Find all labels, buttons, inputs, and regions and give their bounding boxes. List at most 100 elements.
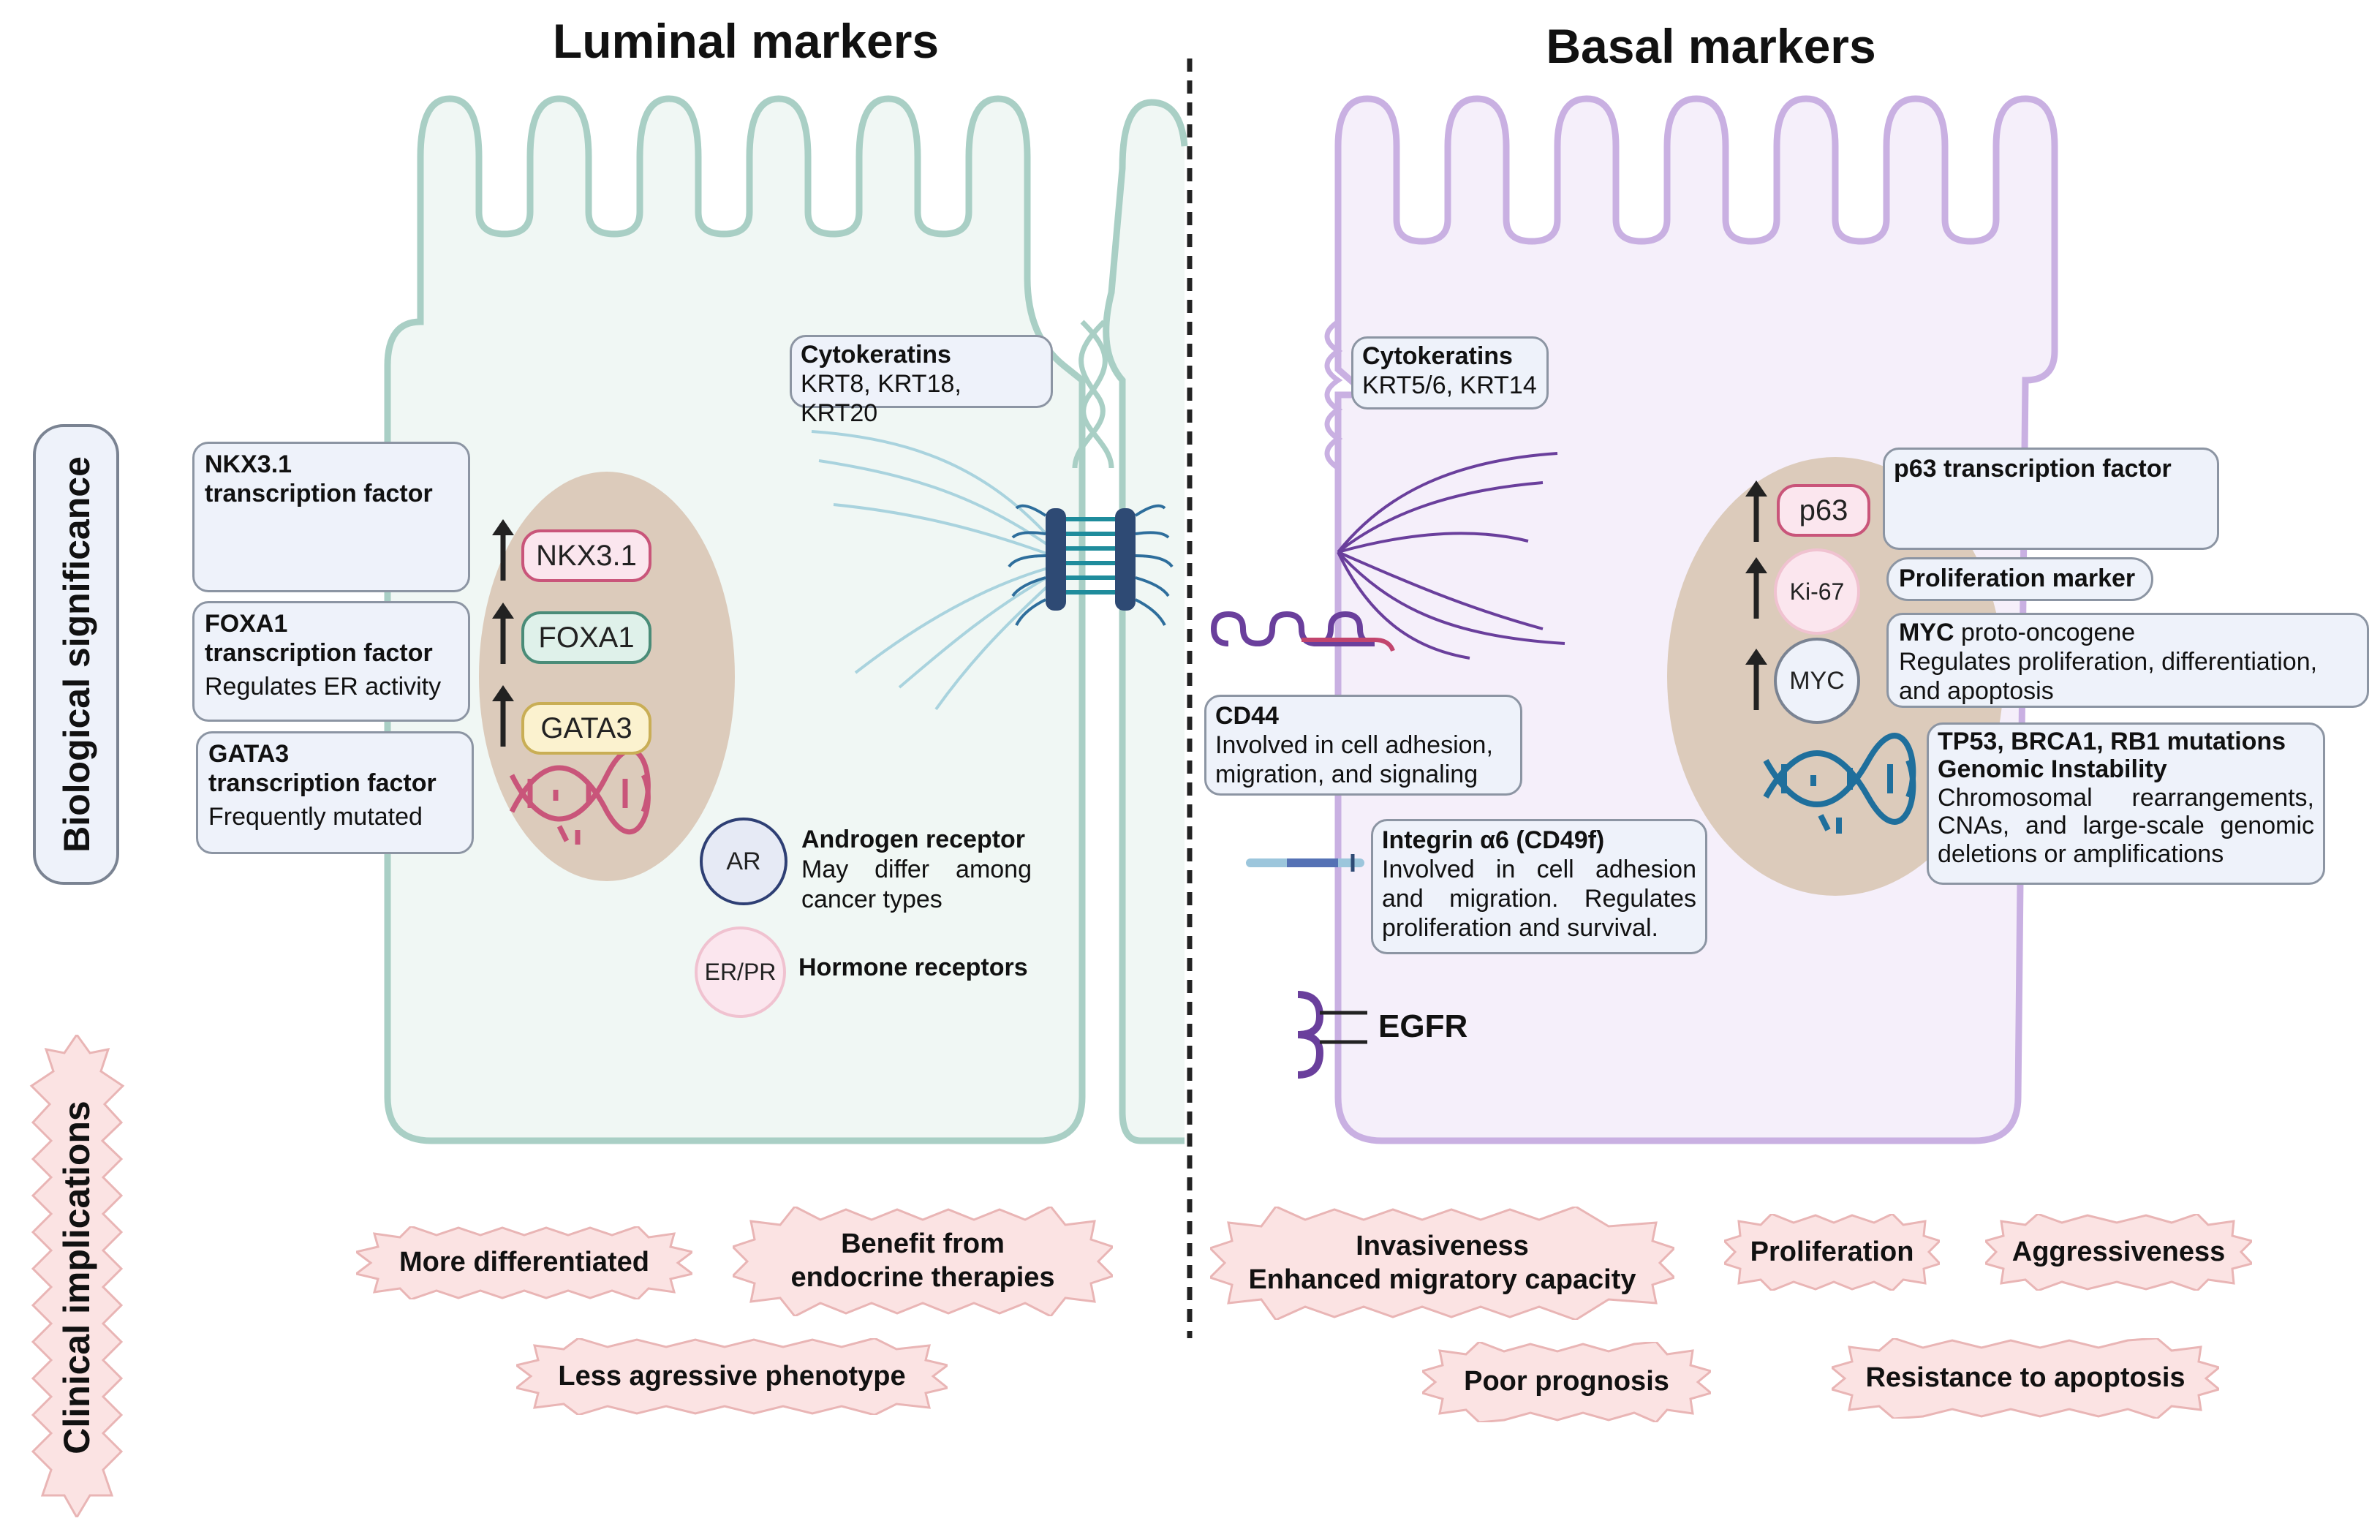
cd44-icon	[1210, 611, 1395, 652]
ki67-circle: Ki-67	[1774, 548, 1860, 635]
ar-badge: AR	[700, 818, 787, 905]
clinical-benefit-line2: endocrine therapies	[790, 1262, 1055, 1293]
clinical-aggressiveness: Aggressiveness	[1985, 1214, 2252, 1291]
cd44-title: CD44	[1215, 702, 1279, 730]
luminal-title: Luminal markers	[552, 14, 940, 68]
myc-box-title-rest: proto-oncogene	[1954, 619, 2136, 646]
myc-box-desc-line1: Regulates proliferation, differentiation…	[1899, 648, 2318, 676]
basal-membrane-wave	[1324, 320, 1343, 470]
ar-desc-line2: cancer types	[801, 885, 942, 913]
gata3-up-arrow-icon	[492, 685, 514, 747]
tp53-box-desc-line1: Chromosomal rearrangements,	[1938, 783, 2314, 812]
foxa1-info-box: FOXA1 transcription factor Regulates ER …	[192, 601, 470, 722]
integrin-desc-line1: Involved in cell adhesion	[1382, 856, 1696, 884]
myc-info-box: MYC proto-oncogene Regulates proliferati…	[1886, 613, 2369, 708]
clinical-poor-prognosis-text: Poor prognosis	[1464, 1366, 1669, 1397]
tight-junction	[1072, 320, 1114, 469]
ki67-up-arrow-icon	[1745, 557, 1767, 619]
luminal-cytokeratins-desc: KRT8, KRT18, KRT20	[801, 370, 962, 428]
egfr-icon	[1297, 991, 1367, 1079]
proliferation-marker-box: Proliferation marker	[1886, 557, 2153, 601]
basal-cytokeratins-desc: KRT5/6, KRT14	[1362, 371, 1537, 400]
tp53-box-title: TP53, BRCA1, RB1 mutations	[1938, 728, 2286, 755]
clinical-invasiveness-line1: Invasiveness	[1356, 1230, 1529, 1261]
ar-title: Androgen receptor	[801, 826, 1026, 853]
desmosome-icon	[1008, 504, 1174, 626]
luminal-dna-icon	[509, 747, 651, 845]
foxa1-pill: FOXA1	[521, 611, 651, 664]
tp53-box-subtitle: Genomic Instability	[1938, 755, 2167, 784]
clinical-invasiveness-line2: Enhanced migratory capacity	[1248, 1264, 1636, 1295]
luminal-cytokeratins-box: Cytokeratins KRT8, KRT18, KRT20	[790, 335, 1053, 427]
integrin-icon	[1246, 854, 1364, 872]
clinical-less-aggressive-text: Less agressive phenotype	[558, 1360, 906, 1392]
clinical-resistance-text: Resistance to apoptosis	[1865, 1362, 2186, 1394]
p63-up-arrow-icon	[1745, 480, 1767, 542]
integrin-desc-line3: proliferation and survival.	[1382, 914, 1658, 943]
neighbour-cell-shape	[1103, 99, 1188, 1144]
basal-cytokeratins-title: Cytokeratins	[1362, 342, 1513, 370]
gata3-box-desc: Frequently mutated	[208, 803, 423, 831]
gata3-box-subtitle: transcription factor	[208, 769, 437, 798]
basal-dna-icon	[1763, 733, 1916, 834]
nkx31-info-box: NKX3.1 transcription factor	[192, 442, 470, 592]
luminal-cytokeratins-title: Cytokeratins	[801, 341, 951, 369]
myc-box-desc-line2: and apoptosis	[1899, 677, 2054, 706]
clinical-resistance-apoptosis: Resistance to apoptosis	[1832, 1338, 2219, 1419]
biological-significance-label: Biological significance	[56, 456, 97, 853]
clinical-proliferation: Proliferation	[1724, 1214, 1940, 1291]
nkx31-pill: NKX3.1	[521, 529, 651, 582]
basal-keratin-fibers	[1337, 452, 1565, 660]
clinical-more-differentiated: More differentiated	[356, 1226, 692, 1299]
gata3-info-box: GATA3 transcription factor Frequently mu…	[196, 731, 474, 854]
foxa1-box-desc: Regulates ER activity	[205, 673, 442, 701]
egfr-label: EGFR	[1378, 1008, 1468, 1044]
clinical-more-differentiated-text: More differentiated	[398, 1247, 650, 1278]
clinical-proliferation-text: Proliferation	[1750, 1236, 1914, 1267]
integrin-info-box: Integrin α6 (CD49f) Involved in cell adh…	[1371, 819, 1707, 954]
proliferation-marker-title: Proliferation marker	[1899, 565, 2136, 592]
ar-desc-line1: May differ among	[801, 855, 1032, 883]
ar-text-block: Androgen receptor May differ among cance…	[801, 825, 1032, 914]
erpr-badge: ER/PR	[695, 926, 786, 1018]
p63-info-box: p63 transcription factor	[1883, 448, 2219, 550]
integrin-title: Integrin α6 (CD49f)	[1382, 826, 1605, 854]
myc-box-title-line: MYC proto-oncogene	[1899, 618, 2357, 647]
foxa1-up-arrow-icon	[492, 603, 514, 664]
p63-pill: p63	[1777, 484, 1870, 537]
nkx31-box-subtitle: transcription factor	[205, 480, 433, 508]
nkx31-box-title: NKX3.1	[205, 450, 292, 478]
foxa1-box-title: FOXA1	[205, 610, 288, 638]
cd44-desc-line1: Involved in cell adhesion,	[1215, 731, 1493, 760]
myc-up-arrow-icon	[1745, 649, 1767, 710]
basal-cytokeratins-box: Cytokeratins KRT5/6, KRT14	[1351, 336, 1549, 409]
tp53-box-desc-line3: deletions or amplifications	[1938, 839, 2224, 868]
clinical-less-aggressive: Less agressive phenotype	[516, 1338, 948, 1415]
clinical-implications-label: Clinical implications	[56, 1101, 97, 1454]
erpr-title: Hormone receptors	[798, 954, 1028, 981]
gata3-pill: GATA3	[521, 702, 651, 755]
foxa1-box-subtitle: transcription factor	[205, 639, 433, 668]
p63-box-title: p63 transcription factor	[1894, 455, 2172, 483]
erpr-text-block: Hormone receptors	[798, 953, 1047, 983]
basal-title: Basal markers	[1546, 19, 1876, 73]
clinical-implications-tab	[28, 1033, 126, 1520]
biological-significance-tab	[33, 424, 119, 885]
clinical-benefit-line1: Benefit from	[841, 1228, 1005, 1260]
cd44-desc-line2: migration, and signaling	[1215, 760, 1478, 789]
nkx31-up-arrow-icon	[492, 519, 514, 581]
integrin-desc-line2: and migration. Regulates	[1382, 885, 1696, 913]
myc-box-title: MYC	[1899, 619, 1954, 646]
myc-circle: MYC	[1774, 638, 1860, 724]
tp53-info-box: TP53, BRCA1, RB1 mutations Genomic Insta…	[1927, 722, 2325, 885]
cd44-info-box: CD44 Involved in cell adhesion, migratio…	[1204, 695, 1522, 796]
luminal-keratin-fibers	[811, 430, 1054, 711]
clinical-aggressiveness-text: Aggressiveness	[2011, 1236, 2226, 1267]
clinical-poor-prognosis: Poor prognosis	[1422, 1342, 1711, 1422]
tp53-box-desc-line2: CNAs, and large-scale genomic	[1938, 812, 2314, 840]
gata3-box-title: GATA3	[208, 740, 290, 768]
